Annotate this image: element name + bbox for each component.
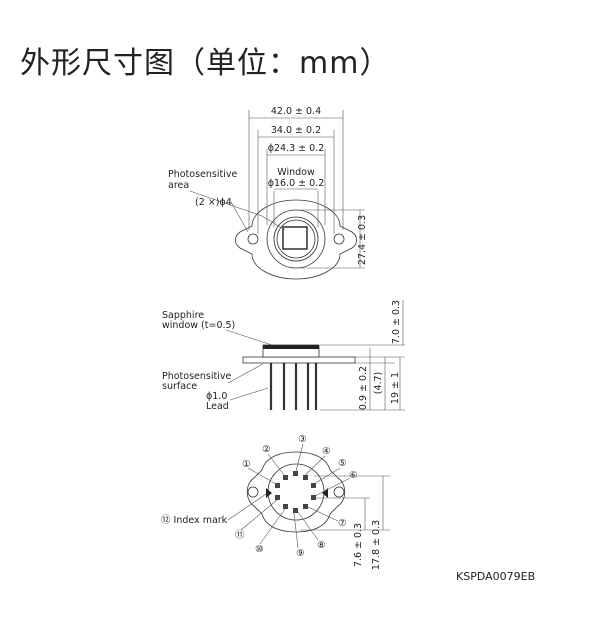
side-flange xyxy=(242,356,356,364)
pin-label: ⑧ xyxy=(317,540,326,551)
window-circle xyxy=(273,216,319,262)
flange-outline xyxy=(235,199,357,280)
sapphire-window xyxy=(263,345,319,349)
lead-label-1: ϕ1.0 xyxy=(206,391,227,402)
dim-top-label: 7.0 ± 0.3 xyxy=(391,300,402,344)
dim-a-label: 7.6 ± 0.3 xyxy=(353,523,364,567)
holes-label: (2 ×)ϕ4 xyxy=(195,197,232,208)
window-inner-circle xyxy=(276,219,316,259)
sapphire-label-1: Sapphire xyxy=(162,310,204,321)
bottom-flange-outline xyxy=(246,451,346,533)
window-label: Window xyxy=(277,167,315,178)
pin-label: ⑤ xyxy=(338,458,347,469)
sapphire-label-2: window (t=0.5) xyxy=(162,320,235,331)
side-view: Sapphire window (t=0.5) Photosensitive s… xyxy=(162,300,405,412)
body-circle xyxy=(266,209,326,269)
pin-label: ⑩ xyxy=(255,544,264,555)
dim-width-label: 42.0 ± 0.4 xyxy=(271,106,321,117)
drawing-code: KSPDA0079EB xyxy=(456,570,536,583)
dim-window-label: ϕ16.0 ± 0.2 xyxy=(268,178,325,189)
bottom-view: ① ② ③ ④ ⑤ ⑥ ⑦ ⑧ ⑨ ⑩ ⑪ ⑫ Index mark 7.6 ±… xyxy=(161,434,390,570)
pin-label: ⑪ xyxy=(235,530,245,541)
pin-label: ⑨ xyxy=(296,548,305,559)
pin-label: ③ xyxy=(298,434,307,445)
pin-label: ④ xyxy=(322,446,331,457)
photosensitive-area-square xyxy=(282,226,308,250)
index-mark-label: ⑫ Index mark xyxy=(161,515,228,526)
page-title: 外形尺寸图（单位：mm） xyxy=(20,46,391,81)
photosensitive-area-label-2: area xyxy=(168,180,189,191)
dim-b-label: 17.8 ± 0.3 xyxy=(371,520,382,570)
surface-label-1: Photosensitive xyxy=(162,371,231,382)
surface-label-2: surface xyxy=(162,381,197,392)
mount-hole-right xyxy=(333,233,345,245)
lead-label-2: Lead xyxy=(206,401,229,412)
dim-mount-label: 34.0 ± 0.2 xyxy=(271,125,321,136)
mount-hole-left xyxy=(247,233,259,245)
pin-label: ⑥ xyxy=(349,470,358,481)
dim-height-label: 27.4 ± 0.3 xyxy=(357,215,368,265)
dim-ref-label: (4.7) xyxy=(373,372,384,395)
dim-lead-label: 19 ± 1 xyxy=(390,372,401,404)
index-mark-triangle xyxy=(266,488,272,498)
bottom-hole-left xyxy=(247,486,259,498)
dim-body-label: ϕ24.3 ± 0.2 xyxy=(268,143,325,154)
pin-label: ② xyxy=(262,444,271,455)
dim-surface-label: 0.9 ± 0.2 xyxy=(358,366,369,410)
pin-label: ⑦ xyxy=(338,518,347,529)
top-view: 42.0 ± 0.4 34.0 ± 0.2 ϕ24.3 ± 0.2 Window… xyxy=(168,106,368,280)
photosensitive-area-label-1: Photosensitive xyxy=(168,169,237,180)
pin-label: ① xyxy=(242,459,251,470)
bottom-hole-right xyxy=(333,486,345,498)
